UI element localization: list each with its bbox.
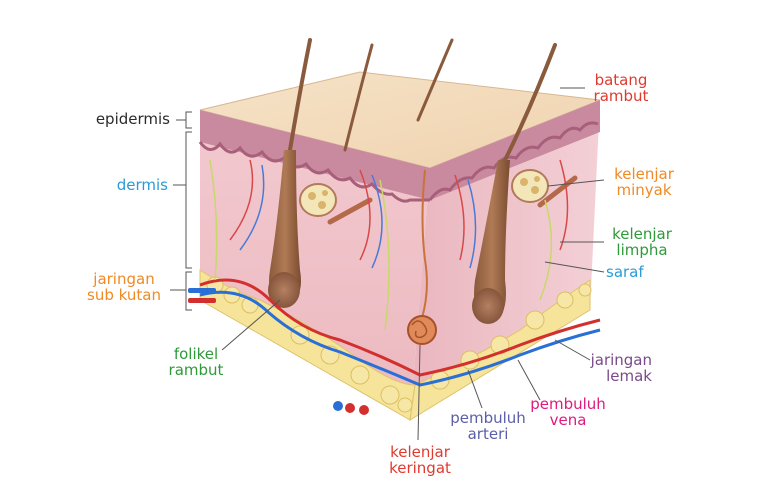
hair-shaft-2 bbox=[343, 43, 374, 152]
label-pembuluh-arteri: pembuluh arteri bbox=[446, 410, 530, 442]
label-kelenjar-limpha: kelenjar limpha bbox=[604, 226, 680, 258]
hair-shaft-3 bbox=[416, 38, 454, 122]
label-jaringan-lemak-line2: lemak bbox=[606, 367, 652, 385]
label-pembuluh-vena: pembuluh vena bbox=[528, 396, 608, 428]
front-face-dermis bbox=[200, 110, 430, 420]
hair-shaft-4 bbox=[503, 43, 557, 162]
label-saraf-text: saraf bbox=[606, 263, 644, 281]
label-epidermis: epidermis bbox=[78, 111, 170, 127]
label-epidermis-text: epidermis bbox=[95, 110, 170, 128]
nerve-fibers bbox=[209, 159, 553, 331]
hair-bulb-1 bbox=[268, 272, 300, 308]
sweat-gland-duct bbox=[421, 169, 428, 319]
label-folikel-rambut: folikel rambut bbox=[160, 346, 232, 378]
hair-follicle-1 bbox=[269, 150, 301, 305]
label-batang-rambut-line1: batang bbox=[594, 71, 648, 89]
capillaries-blue bbox=[239, 164, 477, 269]
sweat-gland-coil bbox=[407, 315, 437, 345]
label-folikel-rambut-line2: rambut bbox=[168, 361, 224, 379]
label-kelenjar-limpha-line1: kelenjar bbox=[612, 225, 672, 243]
capillaries-red bbox=[229, 159, 569, 261]
label-pembuluh-arteri-line2: arteri bbox=[467, 425, 509, 443]
label-kelenjar-minyak: kelenjar minyak bbox=[604, 166, 684, 198]
epidermis-ridges-side bbox=[428, 121, 599, 201]
leader-lines bbox=[170, 87, 605, 441]
label-jaringan-sub-kutan-line2: sub kutan bbox=[87, 286, 161, 304]
label-folikel-rambut-line1: folikel bbox=[173, 345, 219, 363]
label-kelenjar-keringat: kelenjar keringat bbox=[380, 444, 460, 476]
sebaceous-gland-right bbox=[511, 169, 549, 203]
label-jaringan-lemak: jaringan lemak bbox=[572, 352, 652, 384]
label-kelenjar-minyak-line2: minyak bbox=[616, 181, 672, 199]
hair-bulb-4 bbox=[472, 288, 504, 324]
label-jaringan-lemak-line1: jaringan bbox=[590, 351, 652, 369]
label-pembuluh-vena-line1: pembuluh bbox=[530, 395, 606, 413]
label-kelenjar-minyak-line1: kelenjar bbox=[614, 165, 674, 183]
label-saraf: saraf bbox=[606, 264, 666, 280]
vein-network bbox=[199, 290, 601, 387]
label-pembuluh-vena-line2: vena bbox=[549, 411, 587, 429]
arrector-muscle-left bbox=[327, 197, 373, 225]
label-dermis: dermis bbox=[98, 177, 168, 193]
hair-follicle-4 bbox=[474, 160, 510, 322]
vessel-cross-sections bbox=[188, 288, 369, 415]
label-batang-rambut: batang rambut bbox=[586, 72, 656, 104]
label-batang-rambut-line2: rambut bbox=[593, 87, 649, 105]
sebaceous-gland-left bbox=[299, 183, 337, 217]
label-kelenjar-limpha-line2: limpha bbox=[616, 241, 668, 259]
label-kelenjar-keringat-line2: keringat bbox=[389, 459, 451, 477]
label-kelenjar-keringat-line1: kelenjar bbox=[390, 443, 450, 461]
epidermis-ridges-front bbox=[198, 141, 430, 203]
label-dermis-text: dermis bbox=[116, 176, 168, 194]
hair-shaft-1 bbox=[288, 38, 312, 152]
label-jaringan-sub-kutan-line1: jaringan bbox=[93, 270, 155, 288]
artery-network bbox=[199, 278, 601, 377]
label-jaringan-sub-kutan: jaringan sub kutan bbox=[80, 271, 168, 303]
label-pembuluh-arteri-line1: pembuluh bbox=[450, 409, 526, 427]
